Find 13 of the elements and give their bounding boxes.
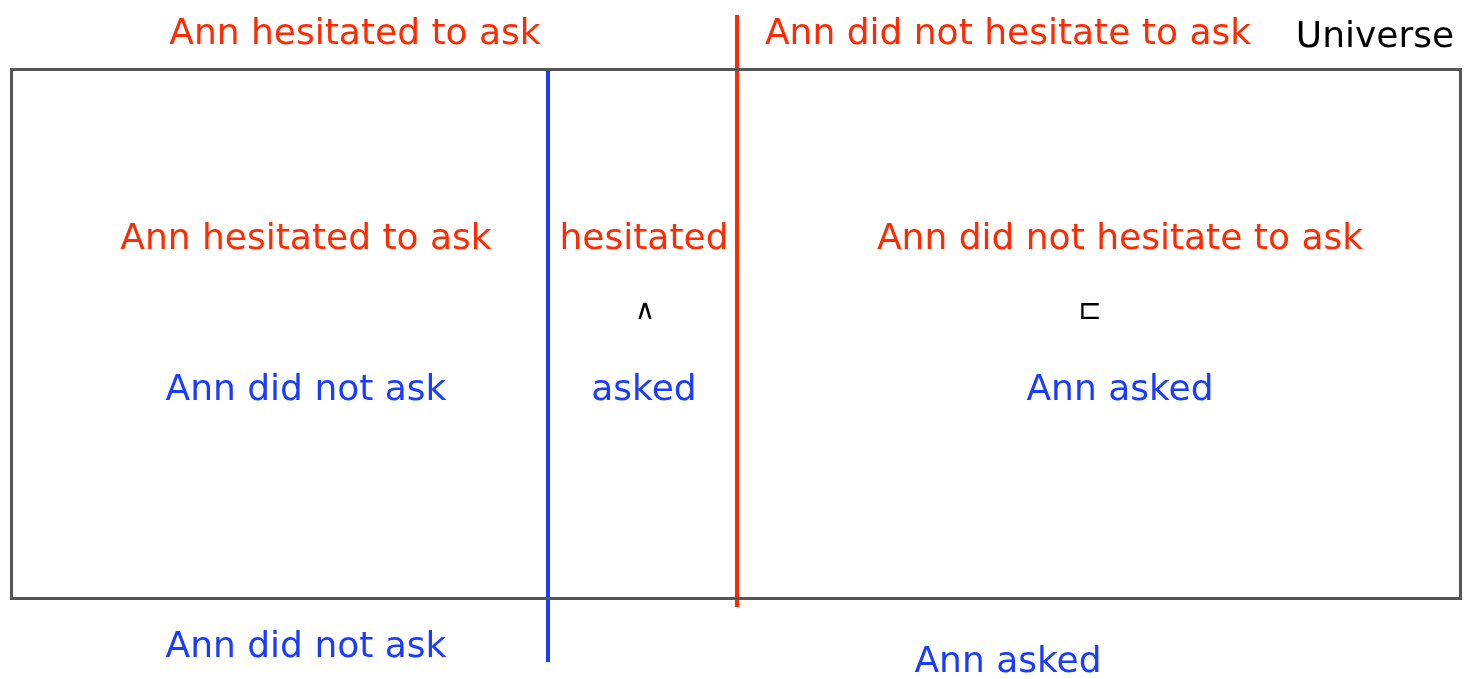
region-label: Ann did not ask	[165, 625, 447, 665]
region-label: Ann did not hesitate to ask	[764, 12, 1252, 52]
universe-label: Universe	[1295, 15, 1455, 55]
region-label: Ann hesitated to ask	[120, 217, 492, 257]
region-label: Ann asked	[1026, 368, 1214, 408]
region-label: Ann asked	[914, 640, 1102, 679]
operator-symbol: ⊏	[1078, 294, 1102, 326]
region-label: Ann hesitated to ask	[169, 12, 541, 52]
operator-symbol: ∧	[634, 294, 656, 326]
region-label: asked	[591, 368, 697, 408]
region-label: Ann did not hesitate to ask	[876, 217, 1364, 257]
region-label: Ann did not ask	[165, 368, 447, 408]
region-label: hesitated	[559, 217, 729, 257]
